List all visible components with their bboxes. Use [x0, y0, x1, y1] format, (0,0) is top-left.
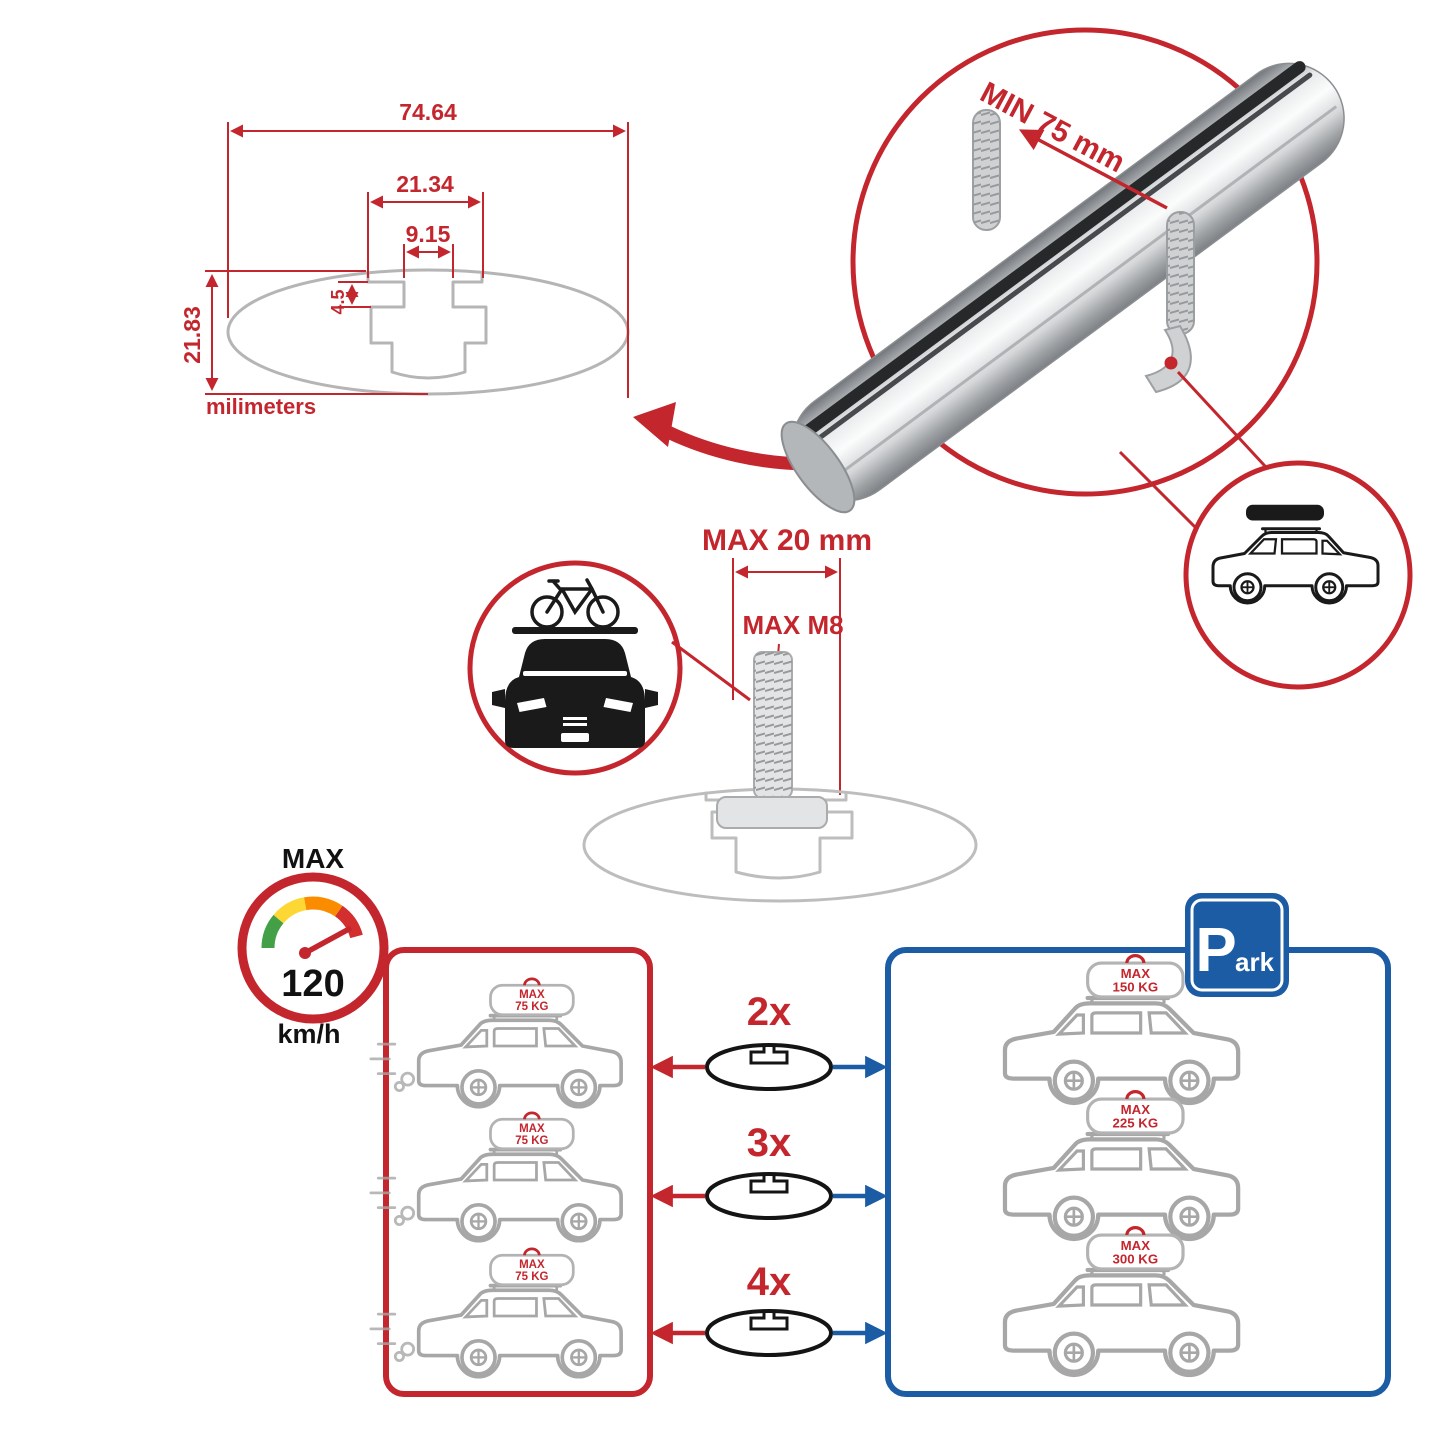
section-technical-drawing: 74.64 21.34 9.15 4.5 21.83 milimeters — [179, 99, 952, 471]
speed-limit-gauge: MAX 120 km/h — [237, 843, 389, 1049]
section-bolt-detail: MAX 20 mm MAX M8 — [467, 524, 978, 903]
min-clamp-arrow — [1018, 129, 1168, 210]
headlight-left — [517, 698, 547, 712]
car-with-cargo: MAX 150 KG — [1005, 954, 1238, 1103]
suv-with-roofbox-icon — [1211, 504, 1380, 605]
aluminum-crossbar — [780, 61, 1345, 514]
cargo-max-label: MAX — [1121, 1102, 1151, 1117]
multiplier-rows: 2x 3x 4x — [650, 990, 888, 1357]
bag-handle-icon — [1125, 1090, 1146, 1100]
car-with-cargo: MAX 75 KG — [369, 1247, 623, 1379]
bag-handle-icon — [523, 977, 541, 986]
multiplier-label: 2x — [747, 990, 792, 1034]
cargo-weight-value: 75 KG — [515, 1271, 548, 1283]
cargo-bag: MAX 225 KG — [1086, 1090, 1185, 1135]
car-with-cargo: MAX 225 KG — [1005, 1090, 1238, 1239]
section-load-comparison: MAX 120 km/h 2x 3x — [237, 843, 1391, 1397]
dim-opening-width: 9.15 — [406, 221, 451, 247]
dimension-lines — [205, 122, 629, 398]
bag-handle-icon — [523, 1247, 541, 1256]
bag-handle-icon — [1125, 954, 1146, 964]
dim-total-height: 21.83 — [179, 306, 205, 364]
cargo-max-label: MAX — [519, 989, 545, 1001]
park-sign: P ark — [1185, 893, 1289, 997]
connector-line — [1176, 370, 1278, 480]
bolt-max-thread-label: MAX M8 — [742, 610, 843, 640]
gauge-arc-icon — [261, 896, 363, 949]
speed-max-label: MAX — [282, 843, 345, 874]
crossbar-profile-icon — [705, 1172, 833, 1220]
multiplier-label: 4x — [747, 1260, 792, 1304]
cargo-bag: MAX 300 KG — [1086, 1226, 1185, 1271]
speed-value: 120 — [281, 963, 344, 1005]
connector-line — [671, 640, 751, 702]
clamp-point-dot — [1164, 356, 1178, 370]
bag-handle-icon — [1125, 1226, 1146, 1236]
car-front-bike-icon — [492, 578, 658, 748]
car-with-cargo: MAX 75 KG — [369, 977, 623, 1109]
cargo-max-label: MAX — [519, 1259, 545, 1271]
dim-opening-depth: 4.5 — [328, 289, 348, 314]
car-with-cargo: MAX 300 KG — [1005, 1226, 1238, 1375]
dim-channel-width: 21.34 — [396, 171, 454, 197]
speed-unit: km/h — [277, 1019, 340, 1049]
park-suffix: ark — [1235, 947, 1275, 977]
cargo-bag: MAX 75 KG — [489, 977, 575, 1017]
cargo-weight-value: 75 KG — [515, 1001, 548, 1013]
section-crossbar-detail: MIN 75 mm — [780, 27, 1413, 690]
cargo-max-label: MAX — [1121, 1238, 1151, 1253]
multiplier-label: 3x — [747, 1121, 792, 1165]
cargo-weight-value: 75 KG — [515, 1135, 548, 1147]
bolt-max-length-label: MAX 20 mm — [702, 524, 872, 557]
cargo-max-label: MAX — [1121, 966, 1151, 981]
crossbar-profile-drawing — [226, 268, 630, 396]
cargo-weight-value: 300 KG — [1113, 1252, 1159, 1267]
park-letter: P — [1195, 916, 1236, 985]
units-label: milimeters — [206, 394, 316, 419]
cargo-weight-value: 225 KG — [1113, 1116, 1159, 1131]
t-bolt-icon — [716, 651, 828, 829]
bag-handle-icon — [523, 1111, 541, 1120]
gauge-needle-icon — [302, 926, 352, 956]
crossbar-profile-icon — [705, 1309, 833, 1357]
clamp-rod-left — [972, 109, 1001, 231]
cargo-bag: MAX 75 KG — [489, 1111, 575, 1151]
crossbar-profile-icon — [705, 1043, 833, 1091]
car-with-cargo: MAX 75 KG — [369, 1111, 623, 1243]
cargo-max-label: MAX — [519, 1123, 545, 1135]
dim-total-width: 74.64 — [399, 99, 457, 125]
cargo-bag: MAX 150 KG — [1086, 954, 1185, 999]
headlight-right — [603, 698, 633, 712]
cargo-bag: MAX 75 KG — [489, 1247, 575, 1287]
cargo-weight-value: 150 KG — [1113, 980, 1159, 995]
